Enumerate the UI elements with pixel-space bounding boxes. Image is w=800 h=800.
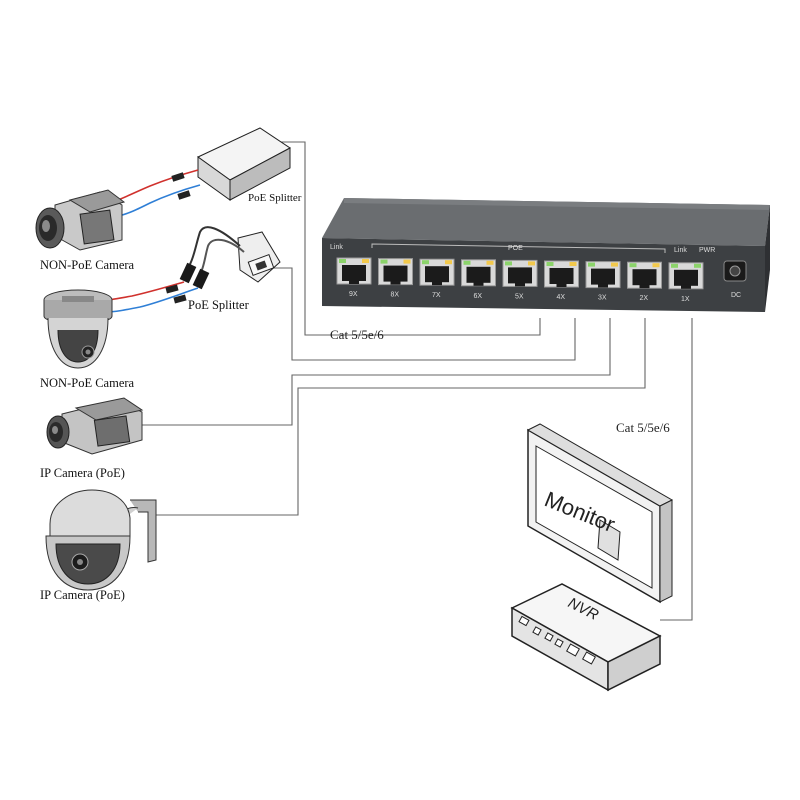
poe-switch	[322, 198, 770, 312]
port-label-2x: 2X	[640, 295, 649, 302]
cable-label-1: Cat 5/5e/6	[330, 327, 384, 342]
poe-bracket	[371, 243, 666, 253]
switch-link-label: Link	[330, 244, 343, 251]
switch-link2-label: Link	[674, 247, 687, 254]
port-label-1x: 1X	[681, 296, 690, 303]
port-label-3x: 3X	[598, 295, 607, 302]
switch-port-1x	[668, 262, 704, 290]
port-label-5x: 5X	[515, 293, 524, 300]
switch-poe-label: POE	[508, 245, 523, 252]
switch-front	[322, 238, 765, 312]
cable-splitter2	[270, 267, 576, 361]
nvr-device: NVR	[510, 583, 662, 692]
switch-port-2x	[627, 261, 662, 289]
switch-ports	[336, 257, 704, 290]
switch-dc-label: DC	[731, 292, 741, 299]
switch-port-7x	[419, 258, 455, 286]
port-labels: 9X 8X 7X 6X 5X 4X 3X 2X 1X	[349, 291, 690, 303]
camera-3-device	[46, 397, 144, 455]
cable-label-2: Cat 5/5e/6	[616, 420, 670, 435]
port-label-4x: 4X	[557, 294, 566, 301]
camera-2-label: NON-PoE Camera	[40, 376, 135, 390]
cable-ipcam2	[156, 318, 646, 516]
switch-top	[322, 198, 770, 246]
cables	[142, 141, 693, 621]
camera-1-label: NON-PoE Camera	[40, 258, 135, 272]
camera-2-device	[43, 289, 113, 369]
camera-4-label: IP Camera (PoE)	[40, 588, 125, 602]
cable-ipcam1	[142, 318, 611, 426]
switch-port-4x	[544, 260, 579, 288]
switch-port-9x	[336, 257, 372, 285]
poe-splitter-1-label: PoE Splitter	[248, 192, 302, 204]
monitor-device: Monitor	[526, 423, 674, 604]
poe-splitter-2-device	[104, 226, 281, 313]
switch-port-3x	[585, 261, 621, 289]
poe-splitter-2-label: PoE Splitter	[188, 298, 249, 312]
cable-splitter1	[262, 141, 541, 336]
switch-side	[765, 205, 770, 312]
camera-3-label: IP Camera (PoE)	[40, 466, 125, 480]
switch-top-edge	[344, 198, 770, 210]
camera-4-device	[45, 489, 157, 591]
switch-port-5x	[502, 259, 538, 287]
switch-port-6x	[461, 259, 496, 287]
dc-jack-hole	[729, 265, 741, 277]
port-label-9x: 9X	[349, 291, 358, 298]
cable-nvr	[660, 318, 693, 621]
port-label-8x: 8X	[391, 292, 400, 299]
switch-pwr-label: PWR	[699, 247, 715, 254]
switch-port-8x	[378, 258, 413, 286]
port-label-7x: 7X	[432, 292, 441, 299]
poe-splitter-1-device	[117, 127, 291, 217]
camera-1-device	[35, 189, 126, 251]
port-label-6x: 6X	[474, 293, 483, 300]
